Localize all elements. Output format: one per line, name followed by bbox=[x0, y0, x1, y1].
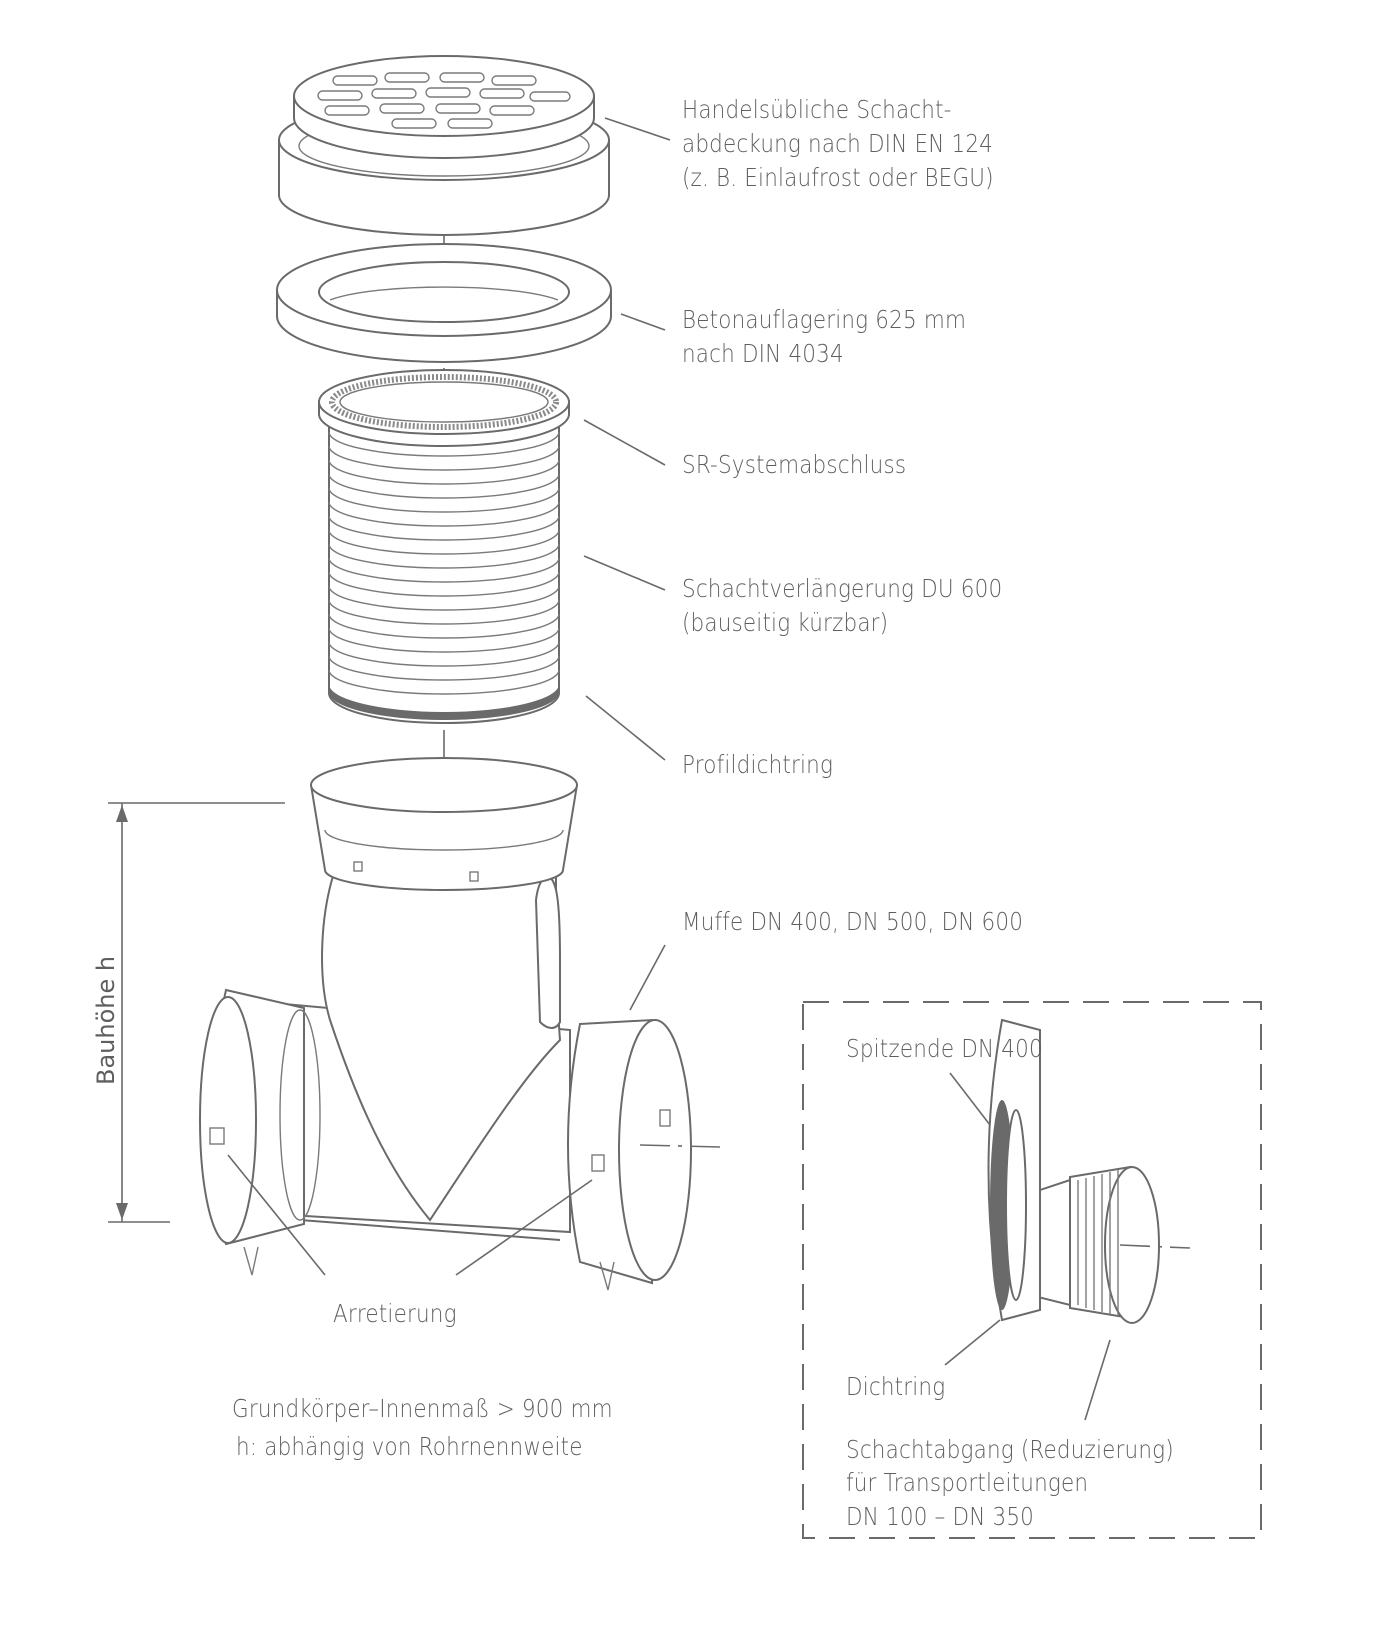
label-base-line2: h: abhängig von Rohrnennweite bbox=[236, 1432, 583, 1461]
label-lock: Arretierung bbox=[333, 1299, 457, 1328]
label-height: Bauhöhe h bbox=[92, 955, 120, 1085]
label-spigot: Spitzende DN 400 bbox=[846, 1034, 1043, 1063]
label-extension-line2: (bauseitig kürzbar) bbox=[682, 608, 889, 637]
base-body bbox=[199, 757, 721, 1291]
label-profile-seal: Profildichtring bbox=[682, 750, 834, 779]
label-gasket: Dichtring bbox=[846, 1372, 946, 1401]
leader-lines bbox=[227, 117, 671, 1276]
label-cover-line2: abdeckung nach DIN EN 124 bbox=[682, 129, 994, 158]
detail-box bbox=[802, 1001, 1262, 1539]
shaft-extension bbox=[318, 369, 570, 724]
label-outlet-line1: Schachtabgang (Reduzierung) bbox=[846, 1435, 1174, 1464]
label-outlet-line2: für Transportleitungen bbox=[846, 1468, 1089, 1497]
concrete-ring bbox=[276, 243, 612, 363]
label-outlet-line3: DN 100 – DN 350 bbox=[846, 1502, 1035, 1531]
label-cover-line3: (z. B. Einlaufrost oder BEGU) bbox=[682, 163, 994, 192]
label-cover-line1: Handelsübliche Schacht- bbox=[682, 95, 952, 124]
height-dimension bbox=[108, 802, 285, 1223]
label-extension-line1: Schachtverlängerung DU 600 bbox=[682, 574, 1003, 603]
label-base-line1: Grundkörper–Innenmaß > 900 mm bbox=[232, 1394, 613, 1423]
label-sr-closure: SR-Systemabschluss bbox=[682, 450, 907, 479]
label-ring-line1: Betonauflagering 625 mm bbox=[682, 305, 967, 334]
manhole-cover bbox=[278, 55, 610, 236]
label-ring-line2: nach DIN 4034 bbox=[682, 339, 844, 368]
label-socket: Muffe DN 400, DN 500, DN 600 bbox=[682, 907, 1024, 936]
